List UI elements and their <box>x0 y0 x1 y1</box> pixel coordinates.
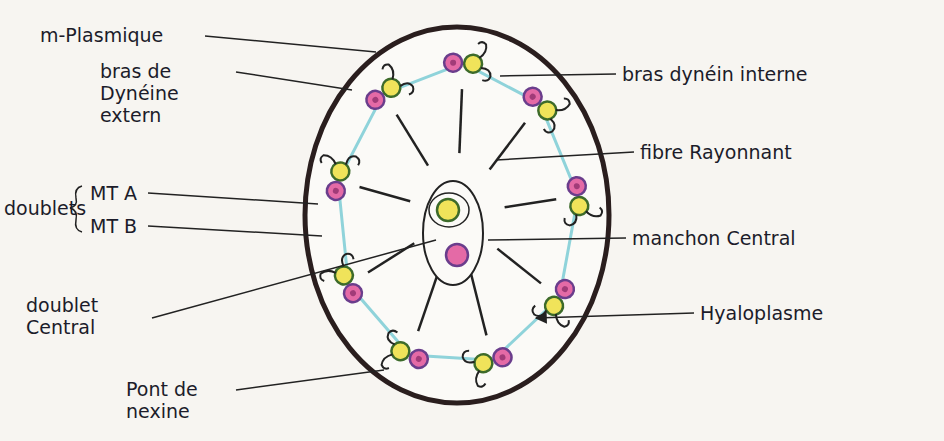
radial-spoke <box>418 272 438 331</box>
leader-line <box>236 72 352 90</box>
leader-line <box>205 36 376 52</box>
microtubule-core <box>573 183 580 190</box>
microtubule-b <box>520 84 545 109</box>
part-label: Hyaloplasme <box>700 302 930 324</box>
part-label: Pont de nexine <box>126 378 234 422</box>
radial-spoke <box>471 274 486 335</box>
microtubule-doublet <box>530 273 588 333</box>
microtubule-b <box>552 277 577 302</box>
leader-line <box>496 152 634 160</box>
leader-line <box>148 193 318 204</box>
radial-spoke <box>459 89 462 153</box>
inner-dynein-arm <box>530 304 546 319</box>
central-sheath <box>423 181 483 285</box>
microtubule-b <box>567 176 587 196</box>
outer-dynein-arm <box>554 97 571 114</box>
inner-dynein-arm <box>400 80 416 96</box>
outer-dynein-arm <box>552 312 570 328</box>
microtubule-core <box>371 96 379 104</box>
part-label: manchon Central <box>632 227 922 249</box>
microtubule-a <box>330 161 352 183</box>
microtubule-core <box>499 354 507 362</box>
part-label: bras dynéin interne <box>622 63 922 85</box>
inner-dynein-arm <box>480 68 491 81</box>
microtubule-core <box>332 187 339 194</box>
plasma-membrane <box>305 27 609 403</box>
microtubule-doublet <box>355 59 416 118</box>
inner-dynein-arm <box>564 214 578 225</box>
microtubule-doublet <box>312 149 360 203</box>
microtubule-a <box>472 352 495 375</box>
microtubule-doublet <box>375 329 433 383</box>
microtubule-a <box>569 196 589 216</box>
leader-arrow <box>536 313 694 318</box>
central-microtubule <box>437 199 459 221</box>
inner-dynein-arm <box>461 350 474 365</box>
microtubule-doublet <box>515 75 576 135</box>
part-label: doublets <box>4 197 76 219</box>
microtubule-core <box>528 93 536 101</box>
microtubule-b <box>363 87 388 112</box>
inner-dynein-arm <box>346 155 360 168</box>
leader-line <box>148 226 322 236</box>
central-microtubule <box>446 244 468 266</box>
inner-dynein-arm <box>385 329 399 344</box>
nexin-ring <box>338 63 578 360</box>
radial-spoke <box>490 123 525 170</box>
outer-dynein-arm <box>320 154 337 166</box>
outer-dynein-arm <box>586 207 603 217</box>
outer-dynein-arm <box>477 42 486 58</box>
outer-dynein-arm <box>473 370 486 388</box>
microtubule-b <box>407 347 431 371</box>
radial-spoke <box>497 249 541 284</box>
leader-line <box>488 238 626 240</box>
microtubule-core <box>450 60 456 66</box>
part-label: bras de Dynéine extern <box>100 60 230 126</box>
microtubule-b <box>325 180 347 202</box>
part-label: MT B <box>90 215 150 237</box>
microtubule-b <box>491 346 514 369</box>
microtubule-doublet <box>443 40 492 81</box>
microtubule-doublet <box>316 252 372 311</box>
microtubule-doublet <box>461 339 517 390</box>
radial-spoke <box>397 115 428 166</box>
microtubule-b <box>341 281 365 305</box>
radial-spoke <box>505 199 557 207</box>
leader-line <box>500 74 616 76</box>
radial-spoke <box>360 187 411 201</box>
outer-dynein-arm <box>380 352 394 370</box>
part-label: m-Plasmique <box>40 24 210 46</box>
microtubule-doublet <box>559 175 603 226</box>
leader-line <box>236 370 384 390</box>
part-label: MT A <box>90 182 150 204</box>
part-label: doublet Central <box>26 294 148 338</box>
central-sheath <box>429 193 469 227</box>
leader-line <box>152 240 436 318</box>
microtubule-core <box>415 355 423 363</box>
outer-dynein-arm <box>381 63 397 81</box>
part-label: fibre Rayonnant <box>640 141 920 163</box>
microtubule-core <box>561 285 569 293</box>
inner-dynein-arm <box>542 119 558 135</box>
microtubule-core <box>349 289 357 297</box>
microtubule-b <box>444 53 463 72</box>
